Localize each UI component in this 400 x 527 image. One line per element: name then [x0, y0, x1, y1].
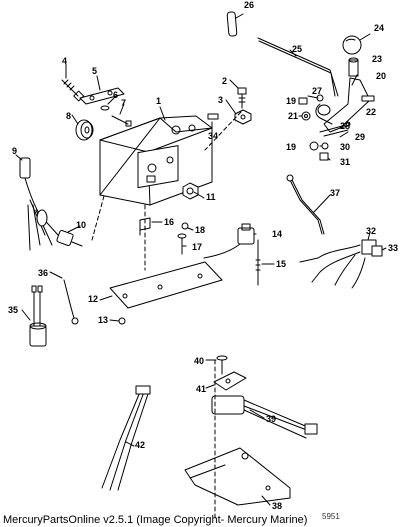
callout-29: 29	[355, 132, 365, 142]
lead-37	[287, 175, 324, 234]
callout-27: 27	[312, 86, 322, 96]
callout-6: 6	[113, 90, 118, 100]
lever-25	[258, 38, 338, 96]
callout-38: 38	[272, 501, 282, 511]
screw-40	[217, 356, 227, 374]
connector-33	[372, 246, 382, 256]
callout-41: 41	[196, 384, 206, 394]
nut-11	[183, 183, 198, 199]
mounting-plate-12	[110, 262, 222, 308]
harness-42	[102, 386, 150, 490]
callout-1: 1	[156, 96, 161, 106]
bolt-2	[238, 88, 246, 108]
callout-24: 24	[374, 23, 384, 33]
spacer-22	[362, 96, 374, 101]
wiring-harness-9	[20, 158, 58, 250]
control-box-housing	[100, 116, 212, 205]
washer-6	[101, 106, 109, 110]
clip-30	[322, 143, 328, 149]
callout-30: 30	[340, 142, 350, 152]
knob-24	[343, 36, 361, 54]
callout-19b: 19	[286, 142, 296, 152]
callout-10: 10	[76, 220, 86, 230]
callout-20: 20	[376, 71, 386, 81]
plate-5	[80, 88, 124, 104]
screw-17	[178, 234, 186, 254]
callout-15: 15	[276, 259, 286, 269]
switch-39	[212, 396, 317, 438]
washer-18	[182, 223, 188, 229]
callout-14: 14	[272, 229, 282, 239]
connector-10	[56, 230, 82, 246]
callout-19a: 19	[286, 96, 296, 106]
callout-42: 42	[135, 440, 145, 450]
callout-36: 36	[38, 268, 48, 278]
callout-18: 18	[195, 225, 205, 235]
callout-39: 39	[266, 414, 276, 424]
callout-22: 22	[366, 107, 376, 117]
callout-21: 21	[288, 111, 298, 121]
callout-16: 16	[164, 217, 174, 227]
pin-26	[227, 12, 237, 37]
clamp-41	[214, 372, 246, 390]
grommet-8	[76, 120, 93, 140]
callout-26: 26	[244, 0, 254, 10]
callout-3: 3	[218, 95, 223, 105]
callout-9: 9	[12, 146, 17, 156]
callout-23: 23	[372, 54, 382, 64]
drawing-code: 5951	[322, 512, 340, 521]
leader-lines	[15, 13, 387, 506]
callout-11: 11	[206, 192, 216, 202]
callout-5: 5	[92, 66, 97, 76]
callout-13: 13	[98, 315, 108, 325]
label-34	[208, 114, 218, 119]
sender-35	[30, 286, 46, 346]
nut-3	[235, 110, 251, 124]
washer-19b	[310, 142, 318, 150]
washer-21	[302, 112, 310, 120]
wire-36	[64, 280, 78, 324]
bushing-31	[320, 153, 328, 160]
callout-35: 35	[8, 305, 18, 315]
callout-17: 17	[192, 242, 202, 252]
washer-19a	[299, 98, 307, 104]
callout-8: 8	[66, 111, 71, 121]
link-29	[324, 130, 348, 136]
callout-33: 33	[388, 243, 398, 253]
screw-13	[119, 318, 125, 324]
guide-lines	[91, 111, 242, 521]
sensor-15	[256, 240, 260, 285]
throttle-arm-20	[316, 78, 370, 132]
screw-7	[112, 116, 131, 126]
callout-34: 34	[208, 131, 218, 141]
pin-23	[349, 58, 358, 76]
callout-7: 7	[121, 98, 126, 108]
callout-12: 12	[88, 294, 98, 304]
callout-25: 25	[292, 44, 302, 54]
harness-32	[300, 240, 376, 288]
switch-14	[204, 224, 254, 258]
callout-2: 2	[222, 76, 227, 86]
callout-32: 32	[366, 226, 376, 236]
bracket-38	[185, 448, 290, 505]
callout-37: 37	[330, 188, 340, 198]
callout-28: 28	[340, 121, 350, 131]
callout-31: 31	[340, 157, 350, 167]
callouts: 1 2 3 4 5 6 7 8 9 10 11 12 13 14 15 16 1…	[8, 0, 398, 511]
callout-40: 40	[194, 356, 204, 366]
copyright-caption: MercuryPartsOnline v2.5.1 (Image Copyrig…	[3, 514, 308, 526]
callout-4: 4	[62, 56, 67, 66]
